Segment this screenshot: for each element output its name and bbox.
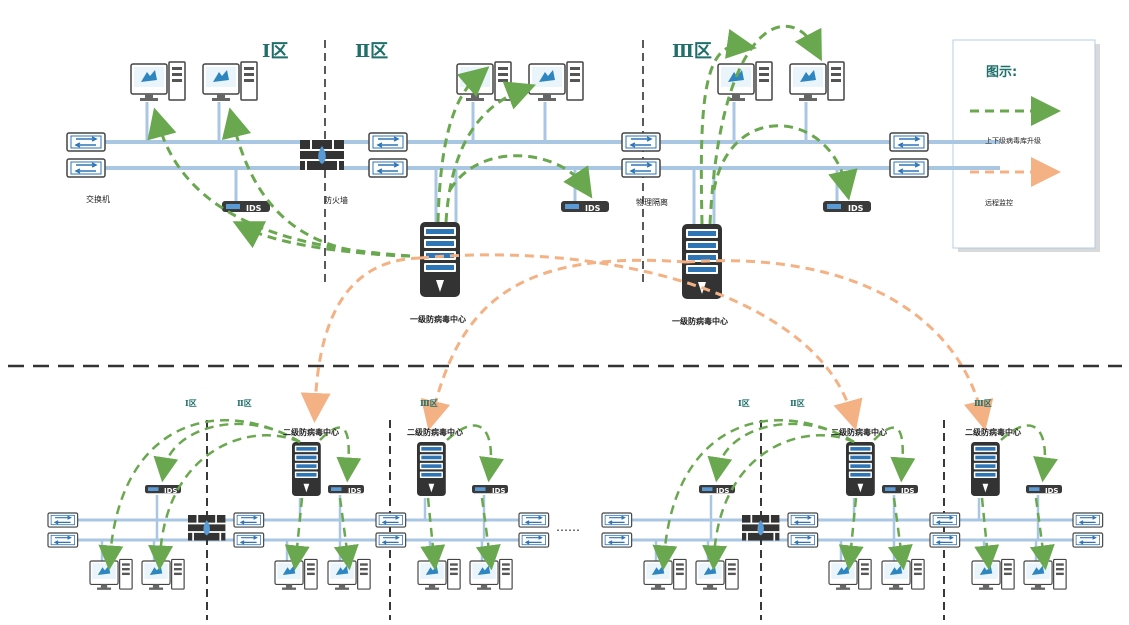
update-arrow-b-7 — [974, 497, 1000, 571]
firewall-label: 防火墙 — [324, 195, 348, 205]
ids-text-b3: IDS — [492, 487, 505, 495]
update-arrow-b-4 — [838, 497, 864, 571]
top-zone-2-label: Ⅱ区 — [355, 41, 388, 62]
ids-text-top-3: IDS — [848, 204, 864, 213]
ids-text-b1: IDS — [164, 487, 177, 495]
monitor-arrow-2 — [419, 253, 863, 431]
ellipsis: …… — [556, 520, 580, 534]
update-arrow-b-3 — [702, 434, 855, 571]
update-arrow-a-7 — [420, 497, 446, 571]
isolation-label: 物理隔离 — [636, 197, 668, 207]
update-arrow-b-6 — [887, 497, 913, 571]
bottom-b-zone-3: Ⅲ区 — [974, 398, 992, 408]
bottom-b-center-2-label: 二级防病毒中心 — [965, 427, 1021, 437]
update-arrow-a-2 — [153, 422, 301, 483]
update-arrow-a-5 — [319, 426, 362, 483]
bottom-a-zone-2: Ⅱ区 — [237, 398, 252, 408]
update-arrow-a-9 — [475, 497, 501, 571]
legend-item-2-label: 远程监控 — [985, 198, 1013, 207]
update-arrow-a-4 — [284, 497, 310, 571]
ids-text-top-1: IDS — [246, 204, 262, 213]
ids-text-b4: IDS — [716, 487, 729, 495]
bottom-b-center-1-label: 二级防病毒中心 — [831, 427, 887, 437]
update-arrow-top-5 — [444, 81, 536, 223]
update-arrow-top-8 — [708, 24, 822, 225]
update-arrow-a-3 — [148, 434, 301, 571]
legend-item-1-label: 上下级病毒库升级 — [985, 136, 1041, 145]
update-arrow-b-2 — [707, 422, 855, 483]
top-zone-3-label: Ⅲ区 — [672, 41, 712, 62]
ids-text-b6: IDS — [1045, 487, 1058, 495]
bottom-b-zone-1: Ⅰ区 — [738, 398, 750, 408]
ids-text-top-2: IDS — [585, 204, 601, 213]
monitor-arrow-1 — [300, 256, 421, 423]
update-arrow-top-9 — [712, 124, 858, 201]
switch-label: 交换机 — [86, 194, 110, 204]
bottom-b-zone-2: Ⅱ区 — [790, 398, 805, 408]
bottom-a-zone-3: Ⅲ区 — [420, 398, 438, 408]
top-zone-1-label: Ⅰ区 — [262, 41, 288, 62]
update-arrow-b-5 — [873, 426, 916, 483]
update-arrow-top-7 — [699, 29, 757, 225]
update-arrow-top-3 — [232, 221, 411, 258]
bottom-a-zone-1: Ⅰ区 — [185, 398, 197, 408]
bottom-a-center-2-label: 二级防病毒中心 — [407, 427, 463, 437]
legend-title: 图示: — [986, 65, 1017, 80]
update-arrow-top-4 — [436, 66, 490, 223]
ids-text-b2: IDS — [348, 487, 361, 495]
monitor-arrow-4 — [685, 259, 994, 431]
ids-text-b5: IDS — [901, 487, 914, 495]
monitor-arrow-3 — [420, 258, 687, 431]
center-2-label: 一级防病毒中心 — [672, 316, 728, 326]
update-arrow-b-9 — [1029, 497, 1055, 571]
center-1-label: 一级防病毒中心 — [410, 314, 466, 324]
bottom-a-center-1-label: 二级防病毒中心 — [283, 427, 339, 437]
update-arrow-a-6 — [333, 497, 359, 571]
update-arrow-top-6 — [448, 154, 593, 199]
